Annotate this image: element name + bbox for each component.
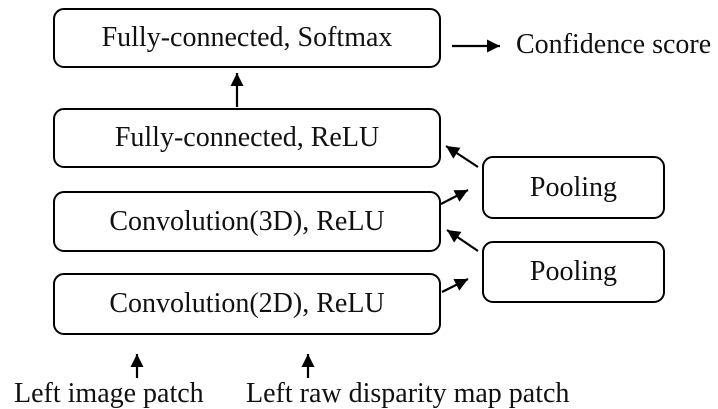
node-fully-connected-relu: Fully-connected, ReLU <box>53 108 441 168</box>
node-convolution-3d-relu: Convolution(3D), ReLU <box>53 191 441 252</box>
node-label: Fully-connected, Softmax <box>101 22 393 53</box>
node-convolution-2d-relu: Convolution(2D), ReLU <box>53 273 441 335</box>
node-pooling-upper: Pooling <box>482 156 665 219</box>
node-pooling-lower: Pooling <box>482 241 665 303</box>
arrow-conv2d-to-pooling-bottom <box>441 278 469 293</box>
output-label-confidence-score: Confidence score <box>516 29 712 60</box>
arrow-pooling-bottom-to-conv3d <box>446 229 479 252</box>
node-label: Pooling <box>529 256 618 287</box>
arrow-conv3d-to-pooling-top <box>440 189 469 205</box>
node-label: Pooling <box>529 171 618 203</box>
input-label-left-image-patch: Left image patch <box>14 378 204 409</box>
node-label: Convolution(3D), ReLU <box>109 205 385 237</box>
arrow-pooling-top-to-fc-relu <box>445 145 479 168</box>
node-label: Convolution(2D), ReLU <box>109 288 385 319</box>
node-fully-connected-softmax: Fully-connected, Softmax <box>53 8 441 68</box>
node-label: Fully-connected, ReLU <box>114 122 380 153</box>
input-label-left-raw-disparity-map-patch: Left raw disparity map patch <box>246 378 570 409</box>
